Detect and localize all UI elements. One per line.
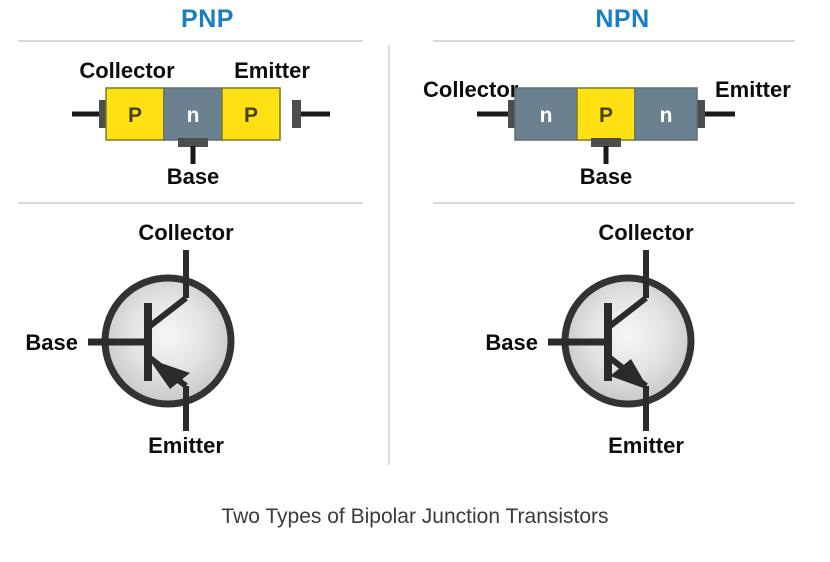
pnp-structure-collector-label: Collector [79,58,175,83]
pnp-layer-p-emitter-text: P [244,104,258,127]
npn-symbol-collector-label: Collector [598,220,694,245]
npn-base-contact-pad [591,138,621,147]
pnp-structure-diagram: Collector Emitter P n P Base [0,52,415,187]
npn-structure-base-label: Base [580,164,633,187]
npn-layer-n-collector-text: n [540,104,553,127]
pnp-collector-slant-line [148,295,188,329]
npn-layer-p-base-text: P [599,104,613,127]
pnp-emitter-arrowhead [149,359,190,389]
panel-title-pnp: PNP [181,5,234,33]
npn-layer-n-collector [514,87,578,141]
npn-structure-collector-label: Collector [423,77,519,102]
npn-structure-diagram: Collector Emitter n P n Base [415,52,830,187]
pnp-circuit-symbol: Collector Base Emitter [0,213,415,458]
panel-npn: NPN Collector Emitter n P n [415,0,830,500]
npn-symbol-base-label: Base [485,330,538,355]
divider-pnp-top [18,40,363,42]
pnp-base-contact-pad [178,138,208,147]
npn-symbol-emitter-label: Emitter [608,433,684,458]
pnp-layer-p-emitter [221,87,281,141]
npn-structure-emitter-label: Emitter [715,77,791,102]
npn-collector-contact-pad [508,100,517,128]
npn-layer-n-emitter [634,87,698,141]
pnp-structure-base-label: Base [167,164,220,187]
panel-divider-vertical [388,45,390,465]
divider-npn-top [433,40,795,42]
pnp-layer-p-collector-text: P [128,104,142,127]
pnp-symbol-base-label: Base [25,330,78,355]
pnp-collector-contact-pad [99,100,108,128]
figure-caption: Two Types of Bipolar Junction Transistor… [221,505,609,528]
divider-pnp-mid [18,202,363,204]
npn-circuit-symbol: Collector Base Emitter [415,213,830,458]
panel-pnp: PNP Collector Emitter P n P [0,0,415,500]
npn-collector-slant-line [608,295,648,329]
panel-title-npn: NPN [595,5,650,33]
pnp-emitter-contact-pad [292,100,301,128]
pnp-layer-n-base-text: n [187,104,200,127]
npn-layer-n-emitter-text: n [660,104,673,127]
npn-emitter-arrowhead [610,359,649,390]
pnp-symbol-collector-label: Collector [138,220,234,245]
pnp-layer-p-collector [105,87,165,141]
pnp-structure-emitter-label: Emitter [234,58,310,83]
pnp-symbol-emitter-label: Emitter [148,433,224,458]
npn-emitter-contact-pad [696,100,705,128]
divider-npn-mid [433,202,795,204]
